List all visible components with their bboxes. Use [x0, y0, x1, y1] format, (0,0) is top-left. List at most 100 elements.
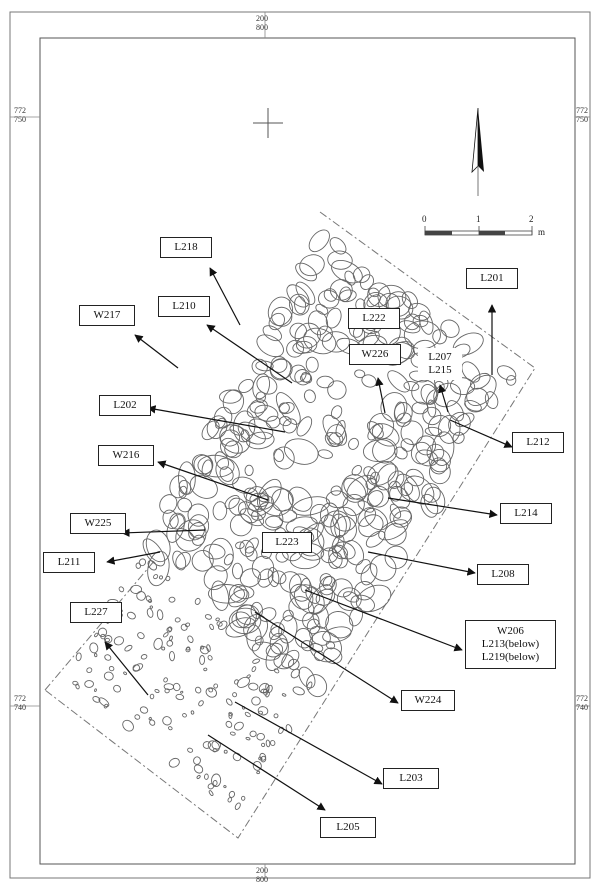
stone-outline: [212, 501, 228, 521]
stone-outline: [257, 706, 269, 716]
grid-label-right-lower: 772 740: [576, 694, 588, 712]
stone-outline: [265, 739, 271, 748]
stone-outline: [153, 637, 163, 650]
stone-outline: [168, 726, 173, 731]
stone-outline: [461, 361, 481, 383]
stone-outline: [193, 454, 214, 475]
stone-outline: [454, 412, 475, 427]
stone-outline: [378, 519, 409, 541]
stone-outline: [375, 463, 399, 491]
stone-outline: [361, 374, 377, 388]
stone-outline: [229, 584, 248, 603]
stone-outline: [308, 229, 330, 253]
stone-outline: [270, 622, 285, 637]
stone-outline: [122, 719, 134, 732]
excavation-boundary: [44, 211, 536, 839]
stone-outline: [336, 587, 362, 611]
stone-outline: [355, 559, 371, 575]
stone-outline: [145, 529, 171, 563]
stone-outline: [189, 474, 218, 499]
stone-outline: [364, 507, 388, 531]
stone-outline: [289, 364, 307, 383]
stone-outline: [246, 431, 275, 450]
stone-outline: [168, 596, 176, 603]
stone-outline: [149, 719, 156, 726]
stone-outline: [309, 630, 342, 663]
stone-outline: [175, 519, 207, 552]
label-W226: W226: [349, 344, 401, 365]
stone-outline: [215, 617, 220, 622]
grid-left-upper-value-1: 772: [14, 106, 26, 115]
stone-outline: [506, 375, 517, 386]
stone-outline: [366, 490, 384, 507]
stone-outline: [231, 611, 251, 629]
stone-outline: [363, 466, 376, 479]
stone-outline: [343, 540, 365, 566]
label-L202: L202: [99, 395, 151, 416]
stone-outline: [310, 503, 329, 524]
stone-outline: [135, 562, 142, 569]
stone-outline: [294, 322, 321, 349]
stone-outline: [237, 421, 266, 445]
label-L213: L213(below): [481, 638, 540, 650]
stone-outline: [223, 749, 228, 754]
stone-outline: [317, 449, 333, 459]
stone-outline: [198, 700, 204, 707]
stone-outline: [309, 625, 331, 646]
leader-arrow-L205: [207, 734, 326, 811]
stone-outline: [236, 676, 250, 688]
stone-outline: [234, 679, 239, 685]
stone-outline: [267, 296, 293, 326]
label-L222: L222: [348, 308, 400, 329]
stone-outline: [89, 642, 99, 654]
label-L201: L201: [466, 268, 518, 289]
stone-outline: [209, 623, 214, 630]
stone-outline: [424, 426, 443, 437]
stone-outline: [323, 510, 351, 538]
stone-outline: [92, 696, 101, 703]
stone-outline: [193, 764, 204, 774]
stone-outline: [206, 415, 228, 439]
label-L218: L218: [160, 237, 212, 258]
stone-outline: [266, 415, 281, 429]
leader-arrow-L210: [206, 324, 293, 384]
stone-outline: [403, 475, 435, 505]
stone-outline: [327, 380, 347, 400]
stone-outline: [199, 655, 206, 665]
stone-outline: [260, 688, 268, 693]
stone-outline: [300, 640, 314, 652]
stone-outline: [396, 412, 412, 427]
outer-frame: [9, 11, 591, 879]
stone-outline: [113, 684, 122, 693]
stone-outline: [98, 697, 110, 707]
stone-outline: [395, 473, 420, 502]
stone-outline: [271, 570, 287, 585]
stone-outline: [273, 448, 285, 462]
stone-outline: [273, 668, 280, 674]
stone-outline: [334, 515, 357, 543]
grid-left-lower-value-2: 740: [14, 703, 26, 712]
stone-outline: [303, 389, 316, 403]
leader-arrow-L212: [449, 419, 513, 448]
stone-outline: [330, 405, 343, 420]
leader-arrow-L218: [209, 267, 241, 326]
stone-outline: [321, 331, 350, 353]
stone-outline: [104, 637, 110, 643]
stone-outline: [149, 693, 155, 700]
stone-outline: [411, 379, 438, 405]
stone-outline: [200, 645, 205, 650]
stone-outline: [271, 306, 293, 327]
stone-outline: [348, 437, 359, 450]
stone-outline: [299, 254, 325, 277]
grid-bottom-value-1: 200: [256, 866, 268, 875]
stone-outline: [328, 551, 343, 569]
stone-outline: [258, 756, 263, 761]
stone-outline: [322, 576, 336, 590]
label-W224: W224: [401, 690, 455, 711]
stone-outline: [273, 713, 279, 719]
stone-outline: [367, 423, 384, 441]
stone-outline: [452, 431, 465, 444]
stone-outline: [354, 581, 375, 601]
label-W225: W225: [70, 513, 126, 534]
label-L210: L210: [158, 296, 210, 317]
